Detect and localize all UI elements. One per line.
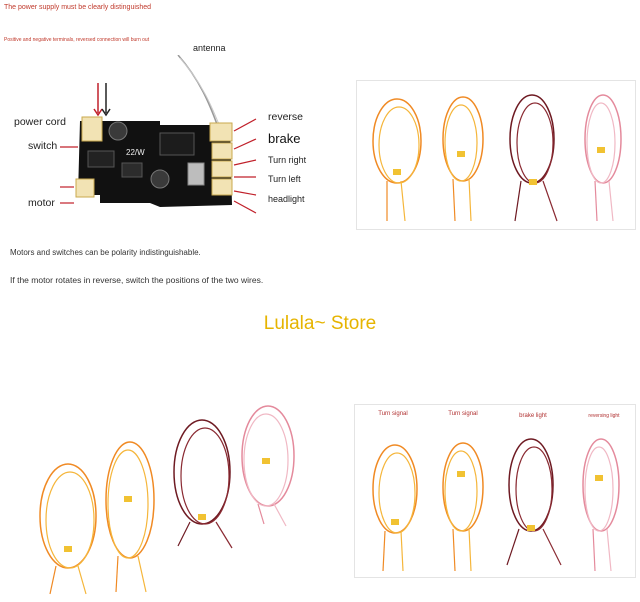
polarity-warning: Positive and negative terminals, reverse… xyxy=(4,37,150,43)
switch-label: switch xyxy=(28,140,58,152)
yellow-wire-coil xyxy=(442,96,484,222)
brake-label: brake xyxy=(268,131,301,146)
yellow-wire-coil xyxy=(105,441,155,593)
orange-wire-coil xyxy=(39,463,97,595)
wire-bundle-bottom-right xyxy=(372,438,620,572)
reverse-label: reverse xyxy=(268,111,304,123)
turn-right-label: Turn right xyxy=(268,155,307,165)
caption-reversing-light: reversing light xyxy=(588,413,620,419)
wire-panel-bottom-right: Turn signal Turn signal brake light reve… xyxy=(354,404,636,578)
antenna-label: antenna xyxy=(193,43,226,53)
caption-brake-light: brake light xyxy=(519,413,547,419)
orange-wire-coil xyxy=(372,444,418,572)
dark-red-wire-coil xyxy=(509,94,558,222)
reverse-note: If the motor rotates in reverse, switch … xyxy=(10,275,264,285)
circuit-board-svg: 22/W xyxy=(60,55,257,214)
yellow-wire-coil xyxy=(442,442,484,572)
power-cord-label: power cord xyxy=(14,116,66,128)
pink-wire-coil xyxy=(582,438,620,572)
pink-wire-coil xyxy=(241,405,295,527)
motor-label: motor xyxy=(28,197,55,209)
caption-turn-signal-1: Turn signal xyxy=(378,411,408,417)
caption-turn-signal-2: Turn signal xyxy=(448,411,478,417)
circuit-board-figure: 22/W xyxy=(60,55,260,220)
wire-panel-bottom-left xyxy=(6,396,304,596)
store-name: Lulala~ Store xyxy=(263,313,377,334)
polarity-note: Motors and switches can be polarity indi… xyxy=(10,248,201,257)
board-marking: 22/W xyxy=(126,148,145,157)
wire-panel-top-right xyxy=(356,80,636,230)
wire-bundle-top-right xyxy=(372,94,622,222)
dark-red-wire-coil xyxy=(173,419,233,549)
dark-red-wire-coil xyxy=(506,438,562,566)
pink-wire-coil xyxy=(584,94,622,222)
wire-bundle-bottom-left xyxy=(39,405,295,595)
orange-wire-coil xyxy=(372,98,422,222)
turn-left-label: Turn left xyxy=(268,174,301,184)
power-supply-warning: The power supply must be clearly disting… xyxy=(4,4,152,11)
headlight-label: headlight xyxy=(268,194,305,204)
